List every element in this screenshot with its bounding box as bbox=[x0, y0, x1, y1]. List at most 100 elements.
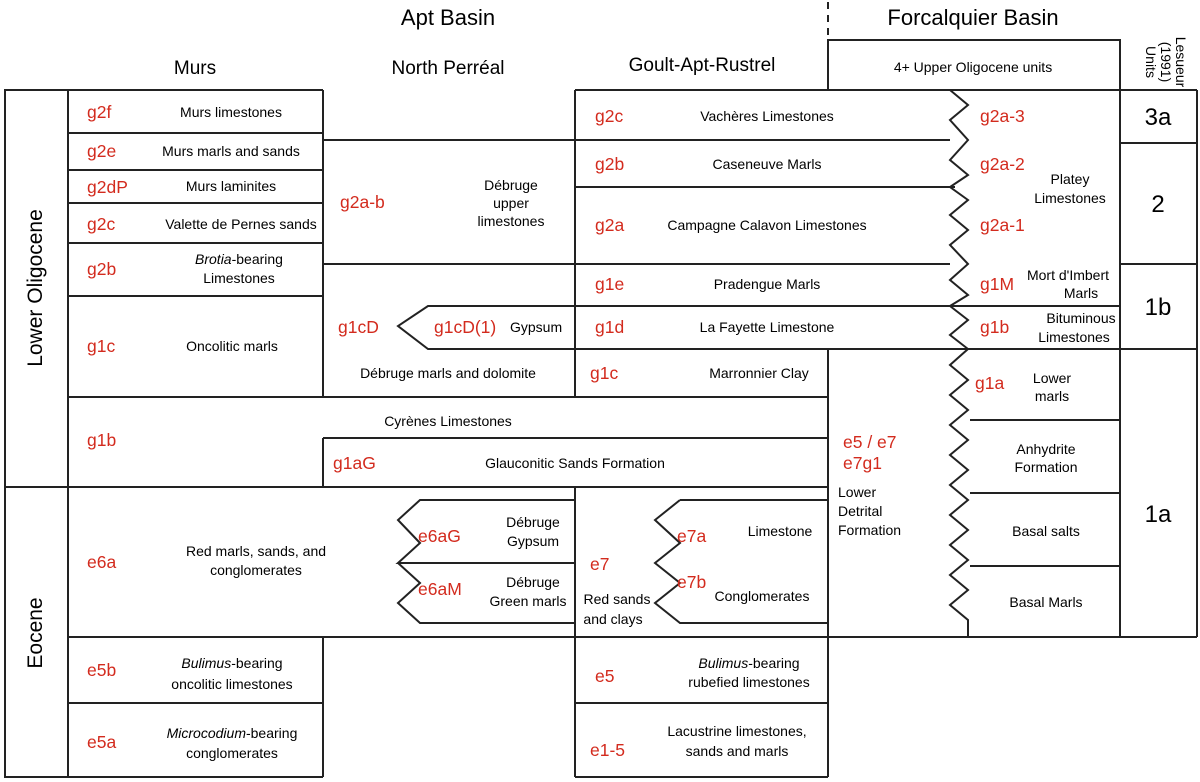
code-e6aG: e6aG bbox=[418, 526, 461, 546]
la-fayette-limestone: La Fayette Limestone bbox=[700, 319, 835, 335]
lower-marls-line2: marls bbox=[1035, 388, 1069, 404]
code-g1cD1: g1cD(1) bbox=[434, 317, 496, 337]
murs-marls-sands: Murs marls and sands bbox=[162, 143, 300, 159]
code-g2b-goult: g2b bbox=[595, 154, 624, 174]
glauconitic-sands: Glauconitic Sands Formation bbox=[485, 455, 665, 471]
mort-dimbert-line1: Mort d'Imbert bbox=[1027, 267, 1109, 283]
code-g1M: g1M bbox=[980, 274, 1014, 294]
code-g1c-murs: g1c bbox=[87, 336, 115, 356]
code-g2dP: g2dP bbox=[87, 177, 128, 197]
code-e7a: e7a bbox=[677, 526, 706, 546]
bituminous-line2: Limestones bbox=[1038, 329, 1110, 345]
bulimus-oncolitic-line2: oncolitic limestones bbox=[171, 676, 292, 692]
era-lower-oligocene: Lower Oligocene bbox=[24, 209, 47, 367]
svg-text:Lesueur: Lesueur bbox=[1173, 37, 1189, 88]
basal-salts: Basal salts bbox=[1012, 523, 1080, 539]
bituminous-line1: Bituminous bbox=[1046, 310, 1115, 326]
debruge-upper-line2: upper bbox=[493, 195, 529, 211]
cyrenes-limestones: Cyrènes Limestones bbox=[384, 413, 512, 429]
unit-3a: 3a bbox=[1145, 104, 1172, 131]
lacustrine-line2: sands and marls bbox=[686, 743, 789, 759]
goult-column-header: Goult-Apt-Rustrel bbox=[629, 55, 776, 76]
upper-oligocene-box bbox=[827, 39, 1121, 91]
code-g2b-murs: g2b bbox=[87, 259, 116, 279]
code-g2c-goult: g2c bbox=[595, 106, 623, 126]
code-g1cD: g1cD bbox=[338, 317, 379, 337]
bulimus-rubefied-line1: Bulimus-bearing bbox=[698, 655, 799, 671]
lower-marls-line1: Lower bbox=[1033, 370, 1071, 386]
code-g1d: g1d bbox=[595, 317, 624, 337]
code-e6a: e6a bbox=[87, 552, 116, 572]
anhydrite-line1: Anhydrite bbox=[1016, 441, 1075, 457]
platey-line2: Limestones bbox=[1034, 190, 1106, 206]
limestone-e7a: Limestone bbox=[748, 523, 813, 539]
murs-limestones: Murs limestones bbox=[180, 104, 282, 120]
code-g2f: g2f bbox=[87, 102, 111, 122]
code-e5-e7: e5 / e7 bbox=[843, 432, 897, 452]
debruge-green-line1: Débruge bbox=[506, 574, 560, 590]
code-g2a-1: g2a-1 bbox=[980, 215, 1025, 235]
code-g1b-forc: g1b bbox=[980, 317, 1009, 337]
code-g1a: g1a bbox=[975, 373, 1004, 393]
debruge-gypsum-line2: Gypsum bbox=[507, 533, 559, 549]
microcodium-line2: conglomerates bbox=[186, 745, 278, 761]
unit-1a: 1a bbox=[1145, 501, 1172, 528]
anhydrite-line2: Formation bbox=[1014, 459, 1077, 475]
era-eocene: Eocene bbox=[24, 597, 47, 668]
unit-1b: 1b bbox=[1145, 294, 1172, 321]
oncolitic-marls: Oncolitic marls bbox=[186, 338, 278, 354]
red-marls-line1: Red marls, sands, and bbox=[186, 543, 326, 559]
murs-column-header: Murs bbox=[174, 58, 216, 79]
code-g2a-3: g2a-3 bbox=[980, 106, 1025, 126]
code-e7g1: e7g1 bbox=[843, 453, 882, 473]
conglomerates-e7b: Conglomerates bbox=[715, 588, 810, 604]
code-e7: e7 bbox=[590, 554, 609, 574]
red-marls-line2: conglomerates bbox=[210, 562, 302, 578]
marronnier-clay: Marronnier Clay bbox=[709, 365, 809, 381]
code-e7b: e7b bbox=[677, 572, 706, 592]
microcodium-line1: Microcodium-bearing bbox=[167, 725, 298, 741]
code-e1-5: e1-5 bbox=[590, 740, 625, 760]
code-g2a-b: g2a-b bbox=[340, 192, 385, 212]
debruge-upper-line1: Débruge bbox=[484, 177, 538, 193]
red-sands-line1: Red sands bbox=[584, 591, 651, 607]
code-e5a: e5a bbox=[87, 732, 116, 752]
eocene-box bbox=[4, 486, 69, 778]
code-e5: e5 bbox=[595, 666, 614, 686]
code-g2a: g2a bbox=[595, 215, 624, 235]
code-g1e: g1e bbox=[595, 274, 624, 294]
svg-text:(1991): (1991) bbox=[1158, 42, 1174, 82]
platey-line1: Platey bbox=[1051, 171, 1090, 187]
forcalquier-basin-header: Forcalquier Basin bbox=[887, 5, 1058, 30]
interfingering-zigzag bbox=[948, 89, 970, 637]
code-g2a-2: g2a-2 bbox=[980, 154, 1025, 174]
pradengue-marls: Pradengue Marls bbox=[714, 276, 821, 292]
caseneuve-marls: Caseneuve Marls bbox=[713, 156, 822, 172]
bulimus-rubefied-line2: rubefied limestones bbox=[688, 674, 809, 690]
murs-laminites: Murs laminites bbox=[186, 178, 276, 194]
valette-de-pernes-sands: Valette de Pernes sands bbox=[165, 216, 317, 232]
upper-oligocene-label: 4+ Upper Oligocene units bbox=[894, 59, 1052, 75]
chart-lines bbox=[4, 2, 1198, 778]
code-g1b-murs: g1b bbox=[87, 430, 116, 450]
apt-basin-header: Apt Basin bbox=[401, 5, 495, 30]
unit-2: 2 bbox=[1151, 191, 1164, 218]
brotia-limestones-line2: Limestones bbox=[203, 270, 275, 286]
code-g2c-murs: g2c bbox=[87, 214, 115, 234]
debruge-gypsum-line1: Débruge bbox=[506, 514, 560, 530]
svg-text:Units: Units bbox=[1143, 46, 1159, 78]
red-sands-line2: and clays bbox=[583, 611, 642, 627]
lacustrine-line1: Lacustrine limestones, bbox=[667, 723, 806, 739]
gypsum-label: Gypsum bbox=[510, 319, 562, 335]
debruge-marls-dolomite: Débruge marls and dolomite bbox=[360, 365, 536, 381]
lower-detrital-line2: Detrital bbox=[838, 503, 882, 519]
brotia-limestones: Brotia-bearing bbox=[195, 251, 283, 267]
lesueur-units-header: Lesueur (1991) Units bbox=[1143, 37, 1189, 88]
campagne-calavon: Campagne Calavon Limestones bbox=[667, 217, 866, 233]
lower-detrital-line1: Lower bbox=[838, 484, 876, 500]
bulimus-oncolitic-line1: Bulimus-bearing bbox=[181, 655, 282, 671]
code-e5b: e5b bbox=[87, 660, 116, 680]
debruge-upper-line3: limestones bbox=[478, 213, 545, 229]
vacheres-limestones: Vachères Limestones bbox=[700, 108, 834, 124]
code-g1c-goult: g1c bbox=[590, 363, 618, 383]
